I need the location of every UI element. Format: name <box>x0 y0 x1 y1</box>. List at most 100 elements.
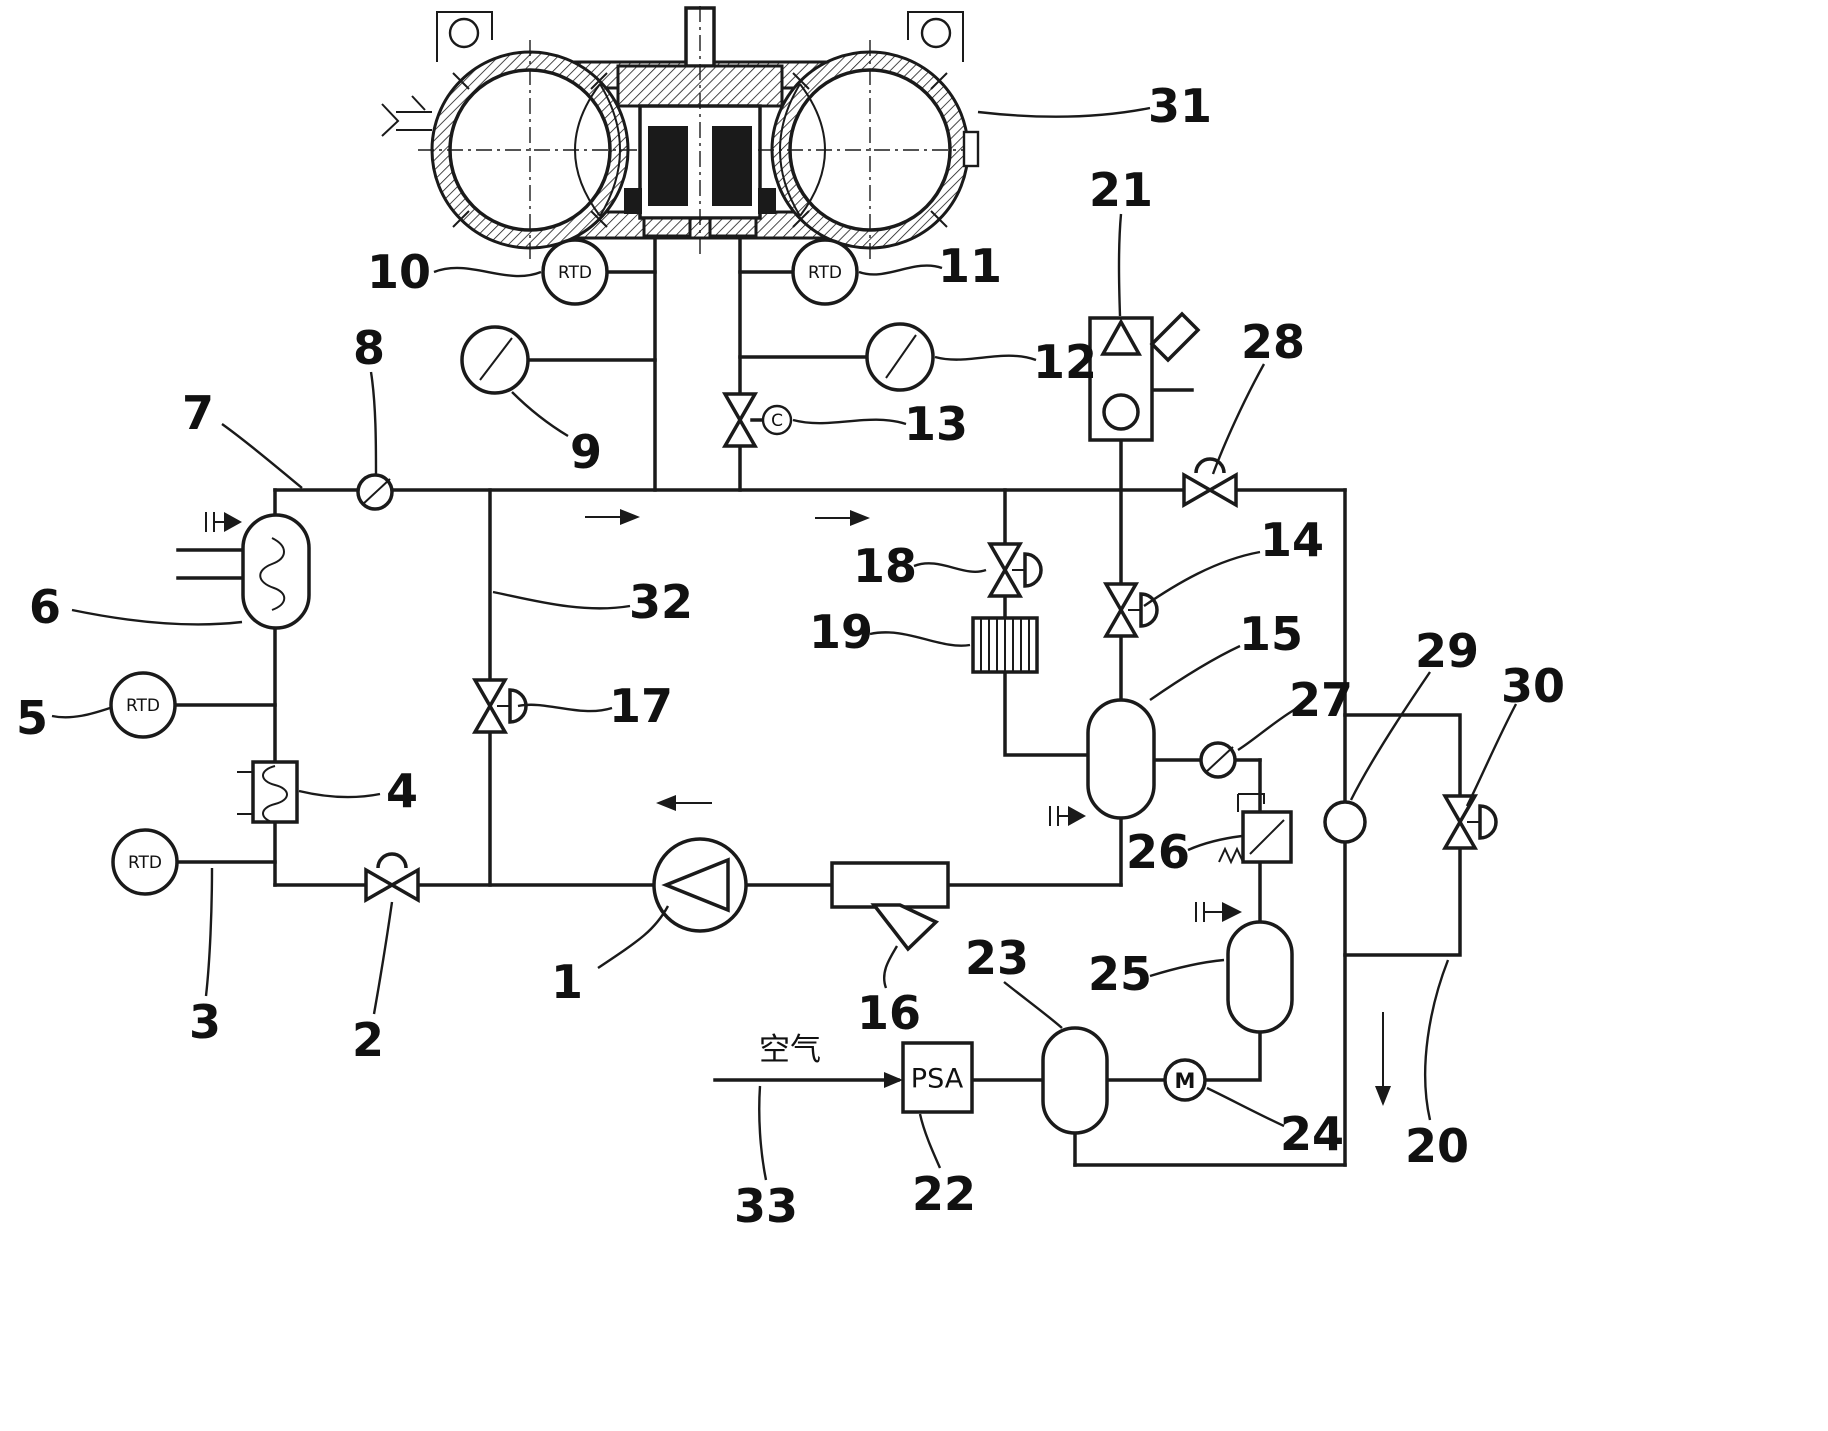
valve-13-top <box>721 392 759 424</box>
label-30: 30 <box>1501 659 1565 713</box>
rtd-5-circle <box>109 671 177 739</box>
leader-9 <box>511 391 569 438</box>
motor-24-text: M <box>1175 1069 1196 1093</box>
pressure-gauge-12 <box>865 322 935 392</box>
label-23: 23 <box>965 931 1029 985</box>
left-fitting <box>381 95 432 137</box>
control-valve-13: C <box>721 392 793 448</box>
vessel-25 <box>1195 902 1294 1034</box>
leader-32 <box>492 590 631 610</box>
heater4-leads <box>237 771 253 815</box>
rtd-sensor-3: RTD <box>111 828 179 896</box>
strainer-16 <box>830 861 950 952</box>
leader-8 <box>369 371 378 475</box>
label-6: 6 <box>29 580 61 634</box>
valve-30-actuator <box>1478 804 1498 840</box>
regulator-26-spring <box>1218 846 1244 865</box>
mount-hole-right <box>920 17 952 49</box>
valve-block-left <box>648 126 688 206</box>
valve-28-left <box>1182 471 1214 509</box>
side-block-left <box>624 188 642 214</box>
vessel-6 <box>205 512 311 630</box>
valve-17-top <box>471 678 509 710</box>
label-11: 11 <box>938 239 1002 293</box>
mount-bracket-right <box>907 11 964 62</box>
leader-20 <box>1424 959 1450 1121</box>
leader-26 <box>1187 834 1243 852</box>
label-24: 24 <box>1280 1107 1344 1161</box>
leader-21 <box>1117 213 1123 317</box>
flow-arrow-right-1-head <box>620 509 640 525</box>
vessel25-bottom-line <box>1105 1030 1262 1082</box>
leader-13 <box>792 418 907 426</box>
heater-4-coil <box>262 765 288 824</box>
valve-14-top <box>1102 582 1140 614</box>
leader-5 <box>51 706 111 719</box>
leader-31 <box>977 106 1151 118</box>
indicator-21-float <box>1102 393 1140 431</box>
number-labels: 1 2 3 4 5 6 7 8 9 10 11 12 13 14 15 16 1… <box>16 79 1565 1233</box>
label-19: 19 <box>809 605 873 659</box>
strainer-16-leg <box>870 903 940 952</box>
leader-6 <box>71 608 243 626</box>
leader-10 <box>433 266 542 278</box>
label-leaders <box>51 106 1518 1181</box>
valve-13-controller-text: C <box>771 411 783 431</box>
strainer-16-body <box>830 861 950 909</box>
rtd-sensor-10: RTD <box>541 238 609 306</box>
valve-2-left <box>364 866 396 904</box>
regulator-26-bracket <box>1237 793 1265 812</box>
leader-12 <box>934 354 1037 362</box>
igniter-15-bars <box>1049 806 1068 826</box>
label-2: 2 <box>352 1013 384 1067</box>
vessel6-leads <box>176 548 245 580</box>
diaphragm-pump-assembly <box>381 6 982 260</box>
right-tab <box>962 130 980 168</box>
leader-17 <box>517 703 613 713</box>
label-33: 33 <box>734 1179 798 1233</box>
label-18: 18 <box>853 539 917 593</box>
motor-24-body <box>1163 1058 1207 1102</box>
gauge-9-needle <box>479 337 513 381</box>
vessel-15-shell <box>1086 698 1156 820</box>
label-13: 13 <box>904 397 968 451</box>
valve-13-controller-circle <box>761 404 793 436</box>
valve-2-dome <box>376 852 408 869</box>
leader-30 <box>1465 703 1518 807</box>
psa-22-box <box>901 1041 974 1114</box>
flow-arrow-left-head <box>656 795 676 811</box>
label-3: 3 <box>189 995 221 1049</box>
vessel-15 <box>1049 698 1156 826</box>
heater-19 <box>971 616 1039 674</box>
igniter-25-bars <box>1195 902 1222 922</box>
label-8: 8 <box>353 321 385 375</box>
leader-15 <box>1149 644 1241 701</box>
leader-27 <box>1237 708 1295 752</box>
rtd-sensor-11: RTD <box>791 238 859 306</box>
air-inlet-label: 空气 <box>759 1032 821 1068</box>
label-25: 25 <box>1088 947 1152 1001</box>
label-26: 26 <box>1126 825 1190 879</box>
leader-33 <box>758 1085 768 1181</box>
valve-17-bottom <box>471 702 509 734</box>
rtd-11-circle <box>791 238 859 306</box>
leader-16 <box>883 945 899 989</box>
heater-19-fins <box>980 618 1030 672</box>
label-21: 21 <box>1089 163 1153 217</box>
label-16: 16 <box>857 986 921 1040</box>
leader-14 <box>1143 550 1261 607</box>
valve-13-bottom <box>721 416 759 448</box>
flow-arrow-right-2-head <box>850 510 870 526</box>
pressure-regulator-26 <box>1218 793 1293 865</box>
rtd-11-text: RTD <box>808 263 842 283</box>
check-8-flap <box>361 478 391 506</box>
label-9: 9 <box>570 425 602 479</box>
side-block-right <box>758 188 776 214</box>
label-27: 27 <box>1289 673 1353 727</box>
leader-18 <box>913 562 987 573</box>
fitting-circle-29 <box>1323 800 1367 844</box>
label-4: 4 <box>386 764 418 818</box>
check-valve-8 <box>356 473 394 511</box>
leader-1 <box>597 905 670 969</box>
leader-3 <box>204 867 214 997</box>
